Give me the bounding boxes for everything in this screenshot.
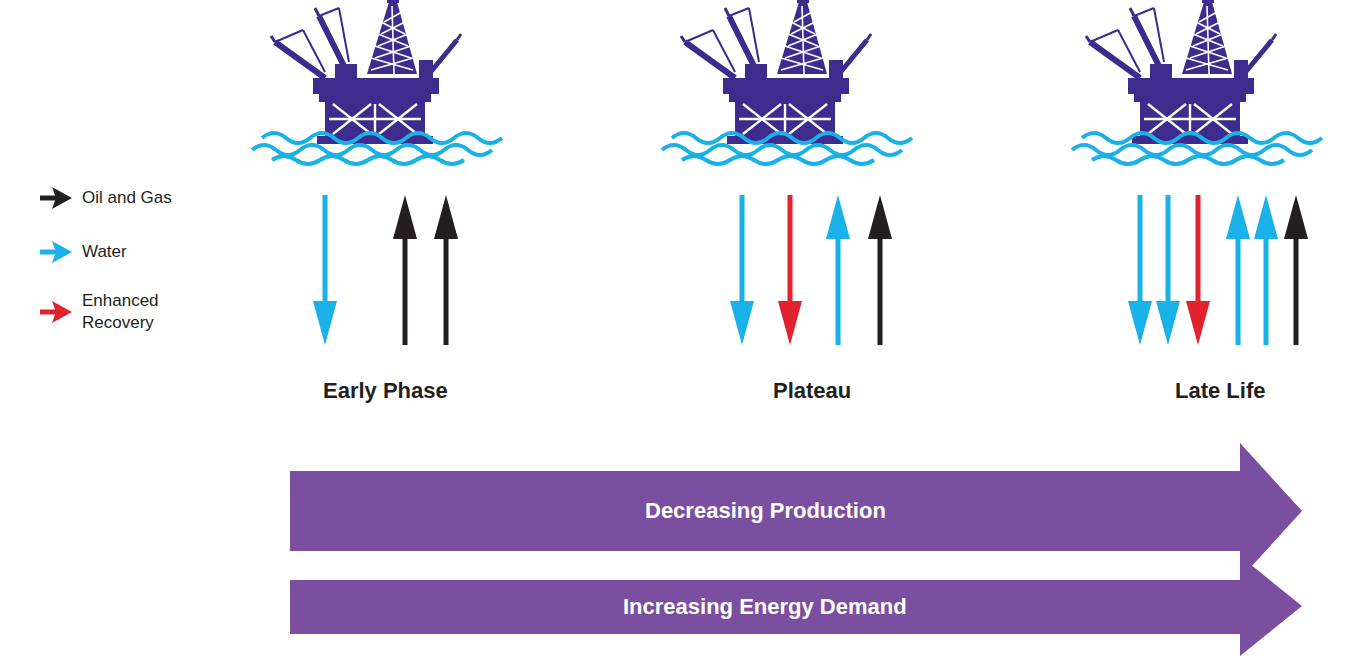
water-arrow [313,195,337,345]
oil-gas-arrow [868,195,892,345]
arrow-band: Increasing Energy Demand [290,556,1302,656]
legend-label: Oil and Gas [82,187,182,209]
oil-platform [271,0,461,144]
stage-label: Late Life [1175,378,1265,404]
legend-swatch [40,301,72,323]
sea-waves [1072,133,1322,164]
oil-gas-arrow [393,195,417,345]
legend-label: Water [82,241,182,263]
sea-waves [252,133,502,164]
oil-platform [681,0,871,144]
oil-gas-arrow [1284,195,1308,345]
enhanced-recovery-arrow [778,195,802,345]
oil-platform [1086,0,1276,144]
band-label: Decreasing Production [645,498,886,524]
legend-swatch [40,241,72,263]
water-arrow [1156,195,1180,345]
oil-gas-arrow [434,195,458,345]
band-label: Increasing Energy Demand [623,594,907,620]
water-arrow [1226,195,1250,345]
legend-entry: Water [40,241,182,263]
arrow-fill [290,556,1302,656]
enhanced-recovery-arrow [1186,195,1210,345]
arrow-fill [290,443,1302,579]
legend-swatch [40,187,72,209]
legend-entry: Enhanced Recovery [40,290,182,334]
water-arrow [826,195,850,345]
sea-waves [662,133,912,164]
stage-label: Early Phase [323,378,448,404]
water-arrow [1128,195,1152,345]
legend-label: Enhanced Recovery [82,290,182,334]
legend-entry: Oil and Gas [40,187,182,209]
water-arrow [730,195,754,345]
water-arrow [1254,195,1278,345]
stage-label: Plateau [773,378,851,404]
arrow-band: Decreasing Production [290,443,1302,579]
